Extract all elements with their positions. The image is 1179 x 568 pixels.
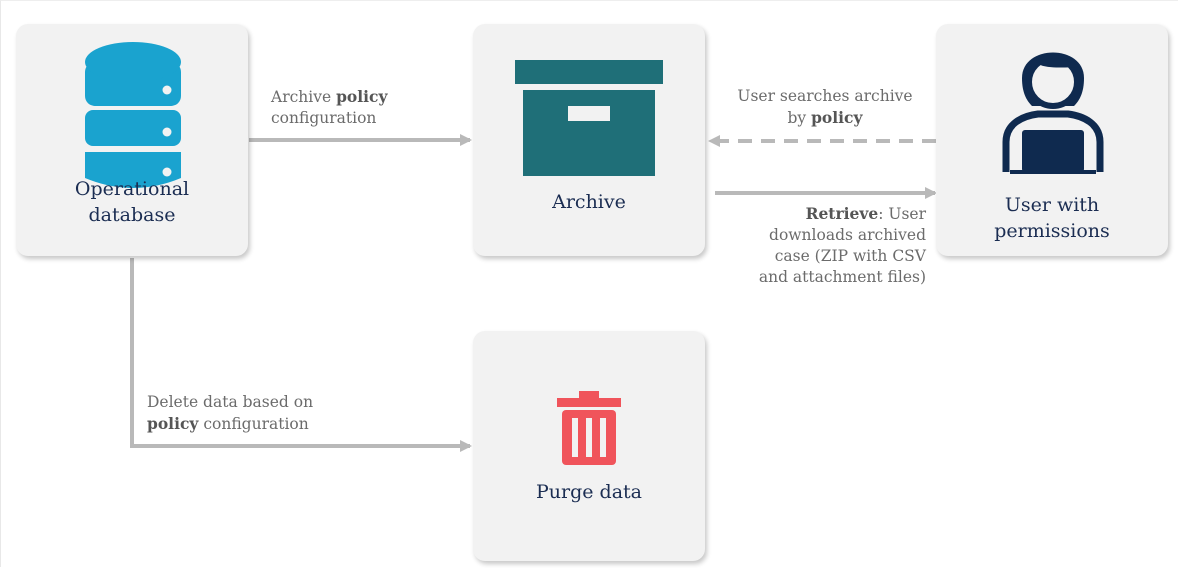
operational-database-label-line1: Operational <box>74 178 190 200</box>
user-search-edge-label: User searches archive by policy <box>730 86 920 129</box>
retrieve-text3: case (ZIP with CSV <box>774 247 926 265</box>
operational-database-node: Operational database <box>16 24 248 256</box>
user-label-line1: User with <box>1004 194 1100 216</box>
delete-connector <box>130 258 472 452</box>
user-search-bold: policy <box>811 108 863 127</box>
user-at-laptop-icon <box>1002 52 1104 174</box>
delete-edge-label: Delete data based on policy configuratio… <box>147 392 313 435</box>
database-icon <box>85 42 181 188</box>
retrieve-text4: and attachment files) <box>758 268 926 286</box>
delete-text2: configuration <box>198 415 309 433</box>
user-search-text2: by <box>787 109 812 127</box>
archive-node: Archive <box>473 24 705 256</box>
retrieve-edge-label: Retrieve: User downloads archived case (… <box>714 203 926 288</box>
archive-box-icon <box>515 60 663 176</box>
user-label-line2: permissions <box>994 220 1110 242</box>
retrieve-text1: : User <box>878 205 926 223</box>
user-search-text1: User searches archive <box>737 87 913 105</box>
archive-policy-text2: configuration <box>271 109 377 127</box>
retrieve-text2: downloads archived <box>769 226 926 244</box>
purge-data-label: Purge data <box>535 481 642 503</box>
delete-bold: policy <box>147 414 199 433</box>
archive-policy-text1: Archive <box>271 88 337 106</box>
archive-policy-bold: policy <box>336 87 388 106</box>
archive-policy-edge-label: Archive policy configuration <box>271 86 388 129</box>
delete-text1: Delete data based on <box>147 393 314 411</box>
user-node: User with permissions <box>936 24 1168 256</box>
trash-can-icon <box>557 391 621 465</box>
retrieve-bold: Retrieve <box>805 204 879 223</box>
purge-data-node: Purge data <box>473 331 705 561</box>
archive-label: Archive <box>552 191 626 213</box>
operational-database-label-line2: database <box>88 204 176 226</box>
